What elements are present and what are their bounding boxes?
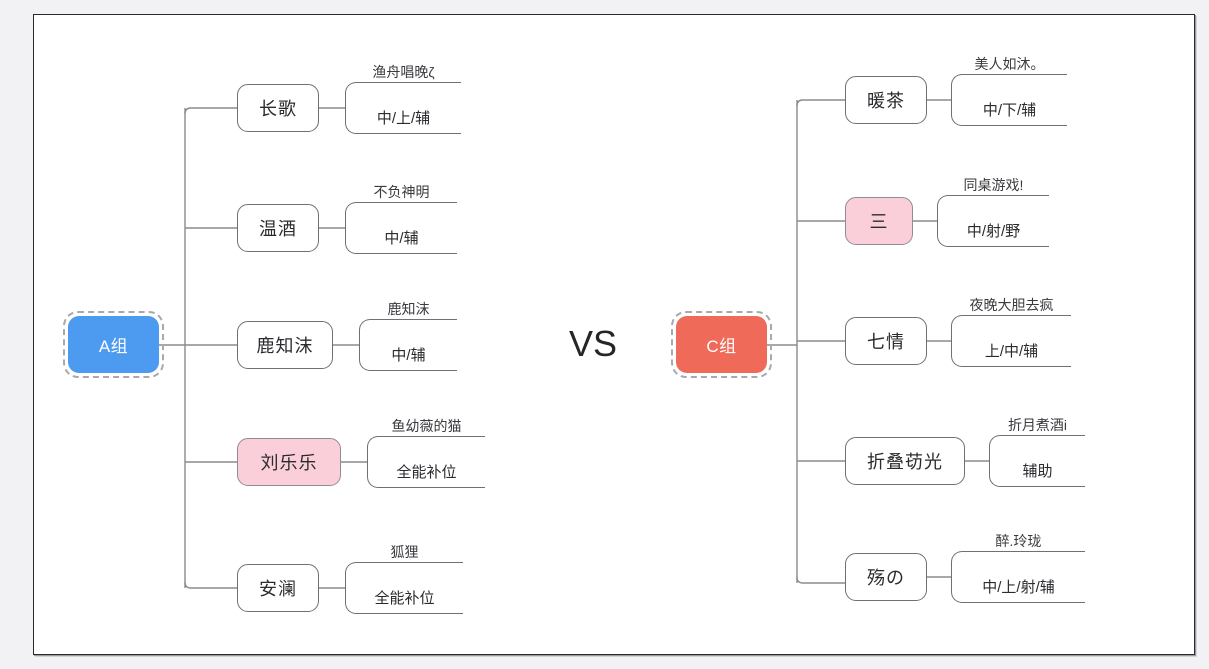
bracket-node-a-2[interactable]: 不负神明 中/辅 xyxy=(345,184,457,254)
bracket-node-c-2[interactable]: 同桌游戏! 中/射/野 xyxy=(937,177,1049,247)
player-node-a-5[interactable]: 安澜 xyxy=(237,564,319,612)
root-node-label: C组 xyxy=(706,337,737,356)
player-node-a-3[interactable]: 鹿知沫 xyxy=(237,321,333,369)
bracket-role: 上/中/辅 xyxy=(984,343,1039,360)
bracket-role: 中/上/射/辅 xyxy=(982,579,1055,596)
player-node-c-1[interactable]: 暖茶 xyxy=(845,76,927,124)
player-name: 殇の xyxy=(867,568,905,588)
bracket-title: 狐狸 xyxy=(390,544,419,560)
player-name: 长歌 xyxy=(259,99,297,119)
bracket-title: 鹿知沫 xyxy=(387,301,430,317)
bracket-title: 不负神明 xyxy=(373,184,430,200)
bracket-node-c-3[interactable]: 夜晚大胆去疯 上/中/辅 xyxy=(951,297,1071,367)
connector-a-5 xyxy=(184,581,237,589)
bracket-title: 醉.玲珑 xyxy=(995,533,1042,549)
canvas-sheet[interactable] xyxy=(33,14,1195,655)
root-node-team-c[interactable]: C组 xyxy=(671,311,772,378)
bracket-title: 同桌游戏! xyxy=(963,177,1024,193)
versus-label: VS xyxy=(568,323,618,364)
bracket-node-c-1[interactable]: 美人如沐。 中/下/辅 xyxy=(951,56,1067,126)
bracket-title: 渔舟唱晚ζ xyxy=(372,64,435,80)
player-node-a-2[interactable]: 温酒 xyxy=(237,204,319,252)
bracket-node-c-5[interactable]: 醉.玲珑 中/上/射/辅 xyxy=(951,533,1085,603)
bracket-node-a-1[interactable]: 渔舟唱晚ζ 中/上/辅 xyxy=(345,64,461,134)
bracket-role: 中/射/野 xyxy=(966,223,1021,240)
bracket-title: 夜晚大胆去疯 xyxy=(969,297,1054,313)
player-name: 刘乐乐 xyxy=(260,453,318,473)
player-node-c-5[interactable]: 殇の xyxy=(845,553,927,601)
player-name: 暖茶 xyxy=(867,91,905,111)
player-name: 安澜 xyxy=(259,579,297,599)
player-node-c-2[interactable]: 三 xyxy=(845,197,913,245)
bracket-role: 辅助 xyxy=(1022,463,1053,480)
connector-a-1 xyxy=(184,107,237,115)
connector-c-1 xyxy=(796,99,845,107)
bracket-node-a-3[interactable]: 鹿知沫 中/辅 xyxy=(359,301,457,371)
bracket-role: 中/上/辅 xyxy=(376,110,431,127)
player-name: 七情 xyxy=(867,332,905,352)
player-name: 三 xyxy=(869,212,889,232)
bracket-node-c-4[interactable]: 折月煮酒i 辅助 xyxy=(989,417,1085,487)
player-node-c-4[interactable]: 折叠苆光 xyxy=(845,437,965,485)
bracket-role: 中/辅 xyxy=(384,230,419,247)
bracket-title: 美人如沐。 xyxy=(974,56,1045,72)
player-node-a-4[interactable]: 刘乐乐 xyxy=(237,438,341,486)
connector-c-5 xyxy=(796,576,845,584)
bracket-role: 全能补位 xyxy=(374,590,435,607)
player-name: 折叠苆光 xyxy=(867,452,943,472)
bracket-node-a-4[interactable]: 鱼幼薇的猫 全能补位 xyxy=(367,418,485,488)
player-name: 温酒 xyxy=(259,219,297,239)
bracket-role: 全能补位 xyxy=(396,464,457,481)
bracket-node-a-5[interactable]: 狐狸 全能补位 xyxy=(345,544,463,614)
bracket-title: 鱼幼薇的猫 xyxy=(391,418,462,434)
bracket-role: 中/下/辅 xyxy=(982,102,1037,119)
player-node-a-1[interactable]: 长歌 xyxy=(237,84,319,132)
bracket-role: 中/辅 xyxy=(391,347,426,364)
player-node-c-3[interactable]: 七情 xyxy=(845,317,927,365)
root-node-label: A组 xyxy=(98,337,129,356)
bracket-title: 折月煮酒i xyxy=(1007,417,1068,433)
player-name: 鹿知沫 xyxy=(256,336,314,356)
root-node-team-a[interactable]: A组 xyxy=(63,311,164,378)
